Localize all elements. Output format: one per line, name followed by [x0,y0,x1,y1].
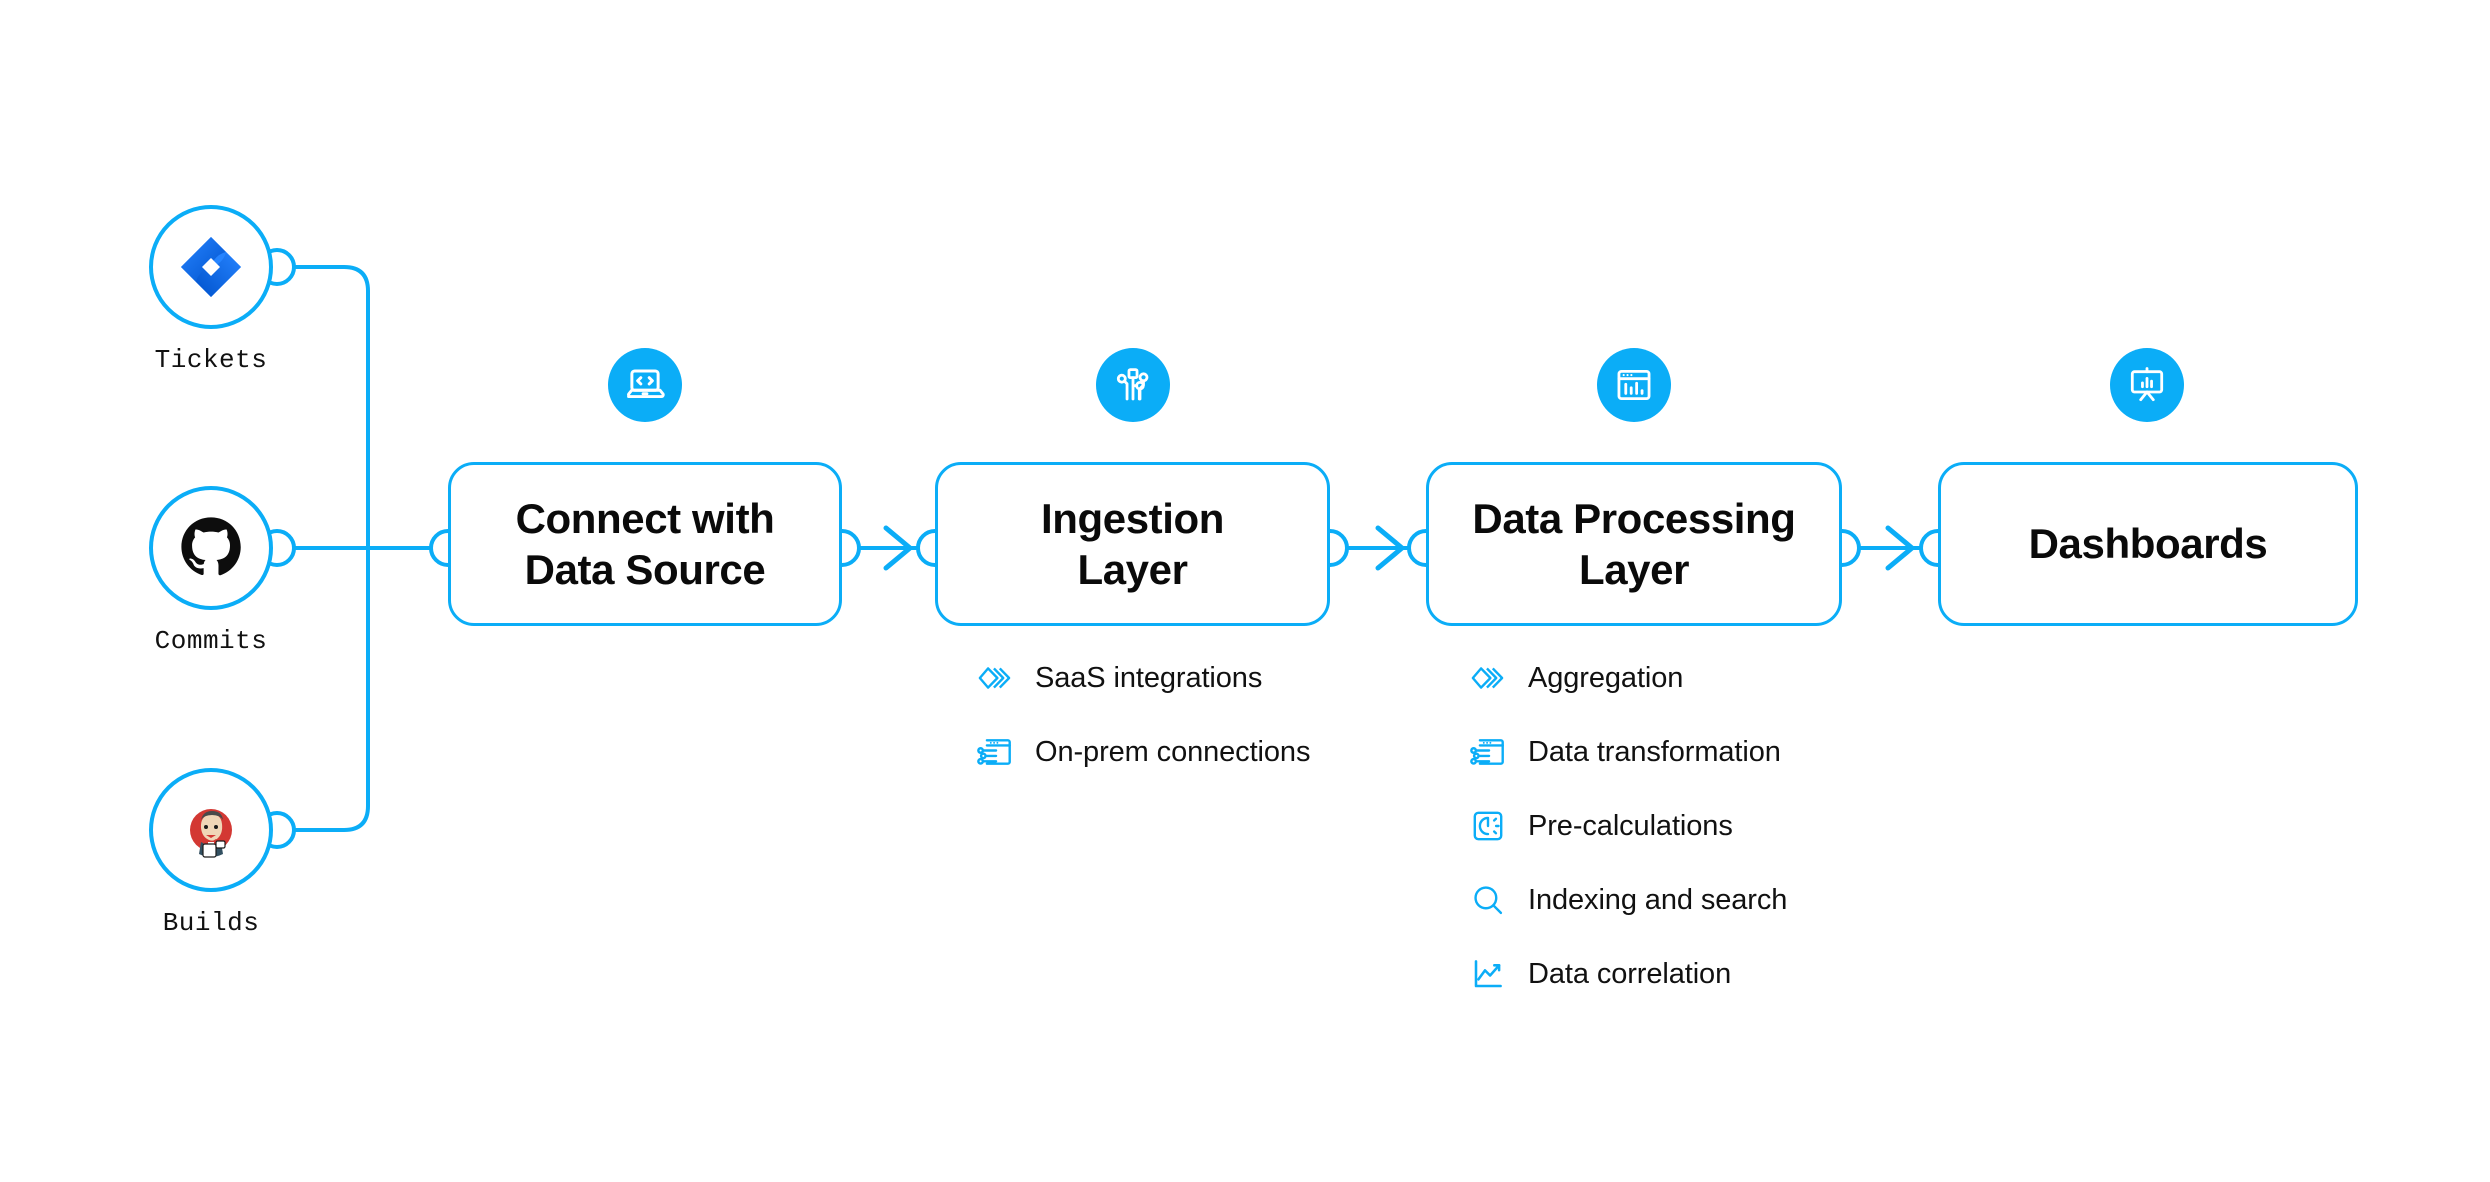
feature-list-ingestion: SaaS integrations On-prem connections [975,655,1310,803]
stage-box-dashboards[interactable]: Dashboards [1938,462,2358,626]
stage-title-line1: Data Processing [1472,494,1796,542]
gauge-square-icon [1468,806,1508,846]
jira-icon [149,205,273,329]
laptop-code-icon [608,348,682,422]
stage-title-connect: Connect with Data Source [502,493,789,595]
stage-box-processing[interactable]: Data Processing Layer [1426,462,1842,626]
stage-title-line1: Connect with [515,494,775,542]
feature-label: Pre-calculations [1528,809,1733,842]
stage-title-ingestion: Ingestion Layer [1027,493,1238,595]
source-label-builds: Builds [162,908,260,938]
feature-label: SaaS integrations [1035,661,1263,694]
magnifier-icon [1468,880,1508,920]
line-chart-icon [1468,954,1508,994]
stage-title-processing: Data Processing Layer [1458,493,1809,595]
source-ring [149,486,273,610]
feature-label: Data correlation [1528,957,1732,990]
source-node-tickets[interactable]: Tickets [149,205,273,375]
feature-item: Pre-calculations [1468,803,1787,849]
feature-item: Aggregation [1468,655,1787,701]
presentation-chart-icon [2110,348,2184,422]
layers-chevron-icon [1468,658,1508,698]
feature-label: On-prem connections [1035,735,1311,768]
stage-title-line2: Data Source [524,546,766,593]
arrowhead-connect-ingestion [883,525,913,571]
layers-chevron-icon [975,658,1015,698]
stage-box-connect[interactable]: Connect with Data Source [448,462,842,626]
github-icon [149,486,273,610]
stage-title-dashboards: Dashboards [2028,520,2268,568]
stage-title-line2: Layer [1077,546,1188,593]
stage-title-line1: Ingestion [1040,494,1225,542]
source-node-builds[interactable]: Builds [149,768,273,938]
source-label-commits: Commits [154,626,268,656]
source-label-tickets: Tickets [154,345,268,375]
feature-label: Aggregation [1528,661,1684,694]
window-chart-icon [1597,348,1671,422]
window-sliders-icon [975,732,1015,772]
feature-item: Data transformation [1468,729,1787,775]
window-sliders-icon [1468,732,1508,772]
source-node-commits[interactable]: Commits [149,486,273,656]
feature-list-processing: Aggregation Data transformation [1468,655,1787,1025]
arrowhead-ingestion-processing [1375,525,1405,571]
circuit-nodes-icon [1096,348,1170,422]
feature-label: Indexing and search [1528,883,1788,916]
jenkins-icon [149,768,273,892]
feature-item: Data correlation [1468,951,1787,997]
arrowhead-processing-dashboards [1885,525,1915,571]
feature-item: SaaS integrations [975,655,1310,701]
feature-label: Data transformation [1528,735,1781,768]
stage-box-ingestion[interactable]: Ingestion Layer [935,462,1330,626]
feature-item: Indexing and search [1468,877,1787,923]
stage-title-line2: Layer [1578,546,1690,593]
feature-item: On-prem connections [975,729,1310,775]
